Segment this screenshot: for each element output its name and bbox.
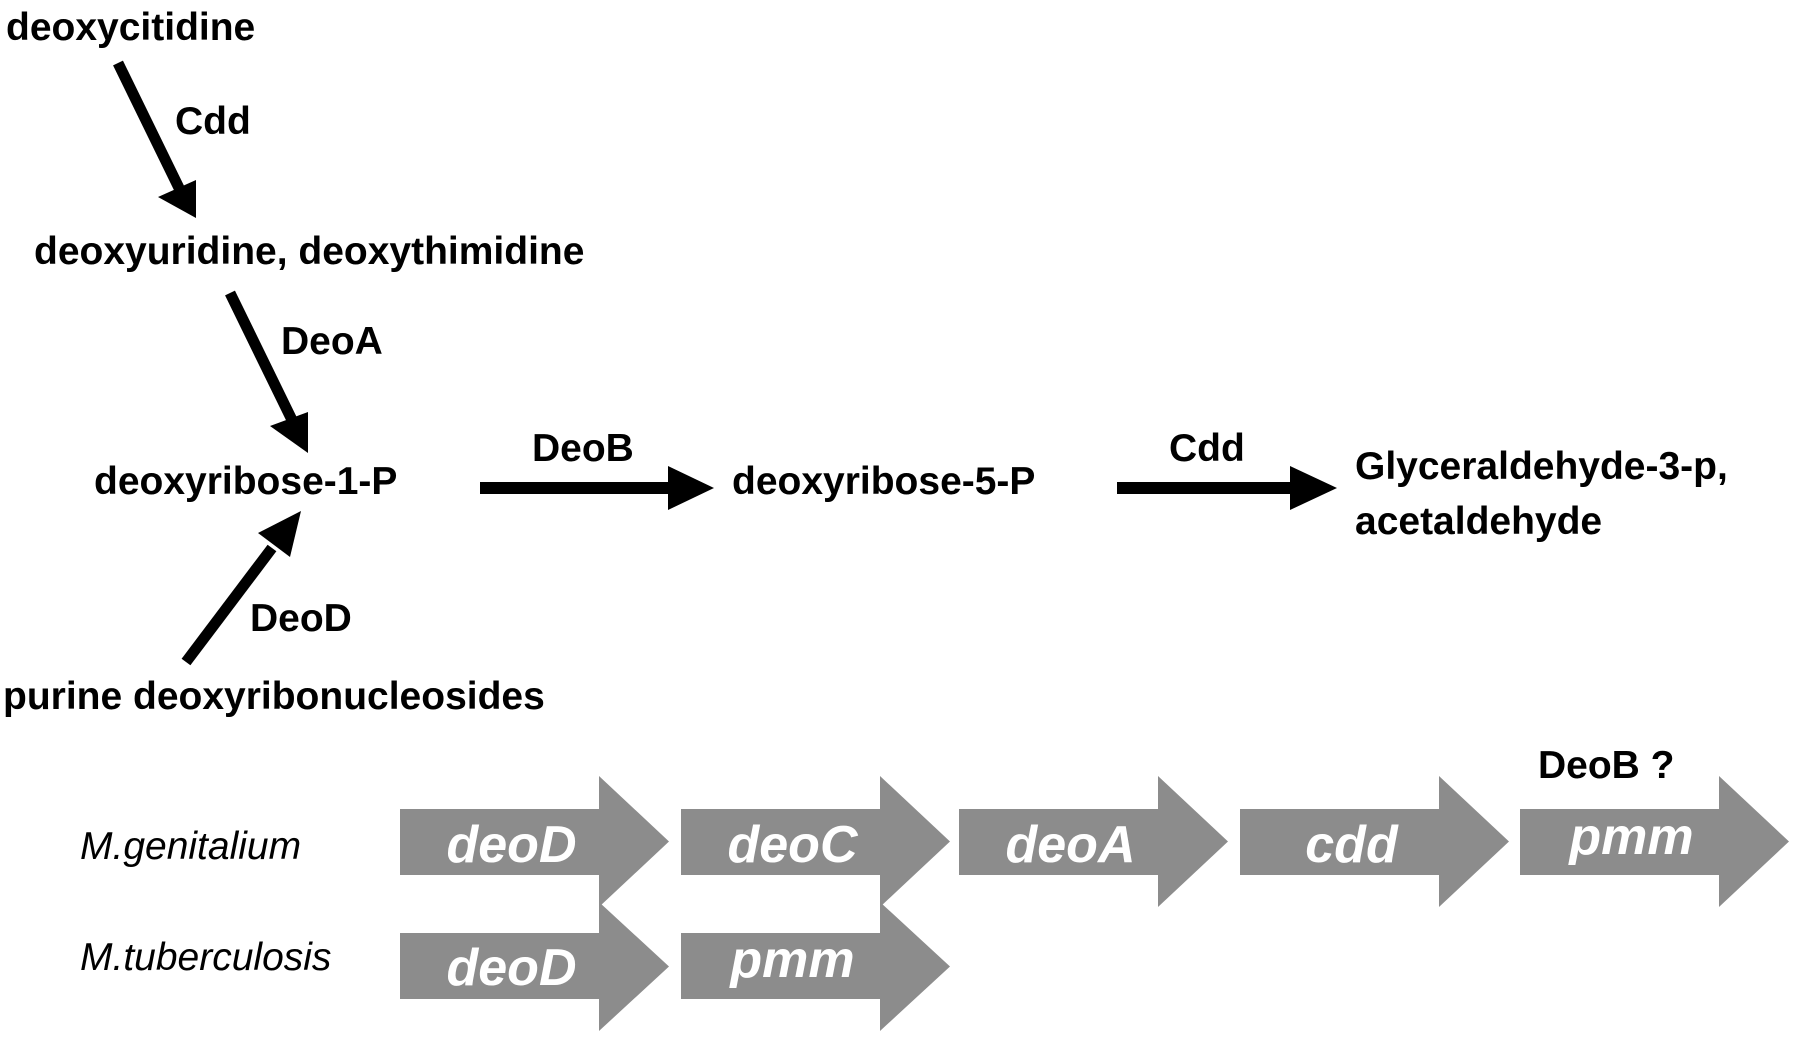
organism-label-m-genitalium: M.genitalium bbox=[80, 825, 301, 868]
compound-deoxycitidine: deoxycitidine bbox=[6, 6, 255, 49]
operon-row-m-tuberculosis: deoD pmm bbox=[400, 902, 950, 1031]
gene-label: deoD bbox=[447, 939, 577, 997]
gene-label: pmm bbox=[728, 931, 854, 989]
gene-label: deoD bbox=[447, 816, 577, 874]
reaction-arrow-deod bbox=[181, 511, 301, 666]
compound-deoxyuridine-deoxythimidine: deoxyuridine, deoxythimidine bbox=[34, 230, 584, 273]
gene-arrow-shape bbox=[400, 902, 669, 1031]
gene-arrow-shape bbox=[681, 776, 950, 907]
compound-glyceraldehyde-3-p: Glyceraldehyde-3-p, bbox=[1355, 445, 1728, 488]
reaction-arrow-deob bbox=[480, 466, 714, 510]
compound-deoxyribose-1-p: deoxyribose-1-P bbox=[94, 460, 397, 503]
gene-arrow-shape bbox=[400, 776, 669, 907]
gene-arrow-deoD: deoD bbox=[400, 776, 669, 907]
reaction-arrow-cdd bbox=[113, 60, 196, 218]
enzyme-label-deob: DeoB bbox=[532, 427, 634, 470]
reaction-arrow-cdd-2 bbox=[1117, 466, 1337, 510]
enzyme-label-deoa: DeoA bbox=[281, 320, 383, 363]
compound-deoxyribose-5-p: deoxyribose-5-P bbox=[732, 460, 1035, 503]
operon-row-m-genitalium: deoD deoC deoA cdd pmm bbox=[400, 776, 1789, 907]
gene-arrow-shape bbox=[959, 776, 1228, 907]
gene-label: pmm bbox=[1567, 808, 1693, 866]
gene-arrow-pmm: pmm bbox=[681, 902, 950, 1031]
gene-arrow-cdd: cdd bbox=[1240, 776, 1509, 907]
gene-label: deoC bbox=[728, 816, 859, 874]
gene-arrow-deoD: deoD bbox=[400, 902, 669, 1031]
enzyme-label-cdd-2: Cdd bbox=[1169, 427, 1245, 470]
gene-arrow-shape bbox=[1520, 776, 1789, 907]
gene-arrow-shape bbox=[681, 902, 950, 1031]
gene-label: cdd bbox=[1305, 816, 1399, 874]
gene-arrow-deoC: deoC bbox=[681, 776, 950, 907]
gene-arrow-pmm: pmm bbox=[1520, 776, 1789, 907]
gene-arrow-deoA: deoA bbox=[959, 776, 1228, 907]
gene-arrow-shape bbox=[1240, 776, 1509, 907]
deob-question-annotation: DeoB ? bbox=[1538, 744, 1675, 787]
organism-label-m-tuberculosis: M.tuberculosis bbox=[80, 936, 331, 979]
reaction-arrow-deoa bbox=[225, 290, 308, 453]
compound-purine-deoxyribonucleosides: purine deoxyribonucleosides bbox=[3, 675, 545, 718]
gene-label: deoA bbox=[1006, 816, 1136, 874]
compound-acetaldehyde: acetaldehyde bbox=[1355, 500, 1602, 543]
enzyme-label-deod: DeoD bbox=[250, 597, 352, 640]
enzyme-label-cdd: Cdd bbox=[175, 100, 251, 143]
